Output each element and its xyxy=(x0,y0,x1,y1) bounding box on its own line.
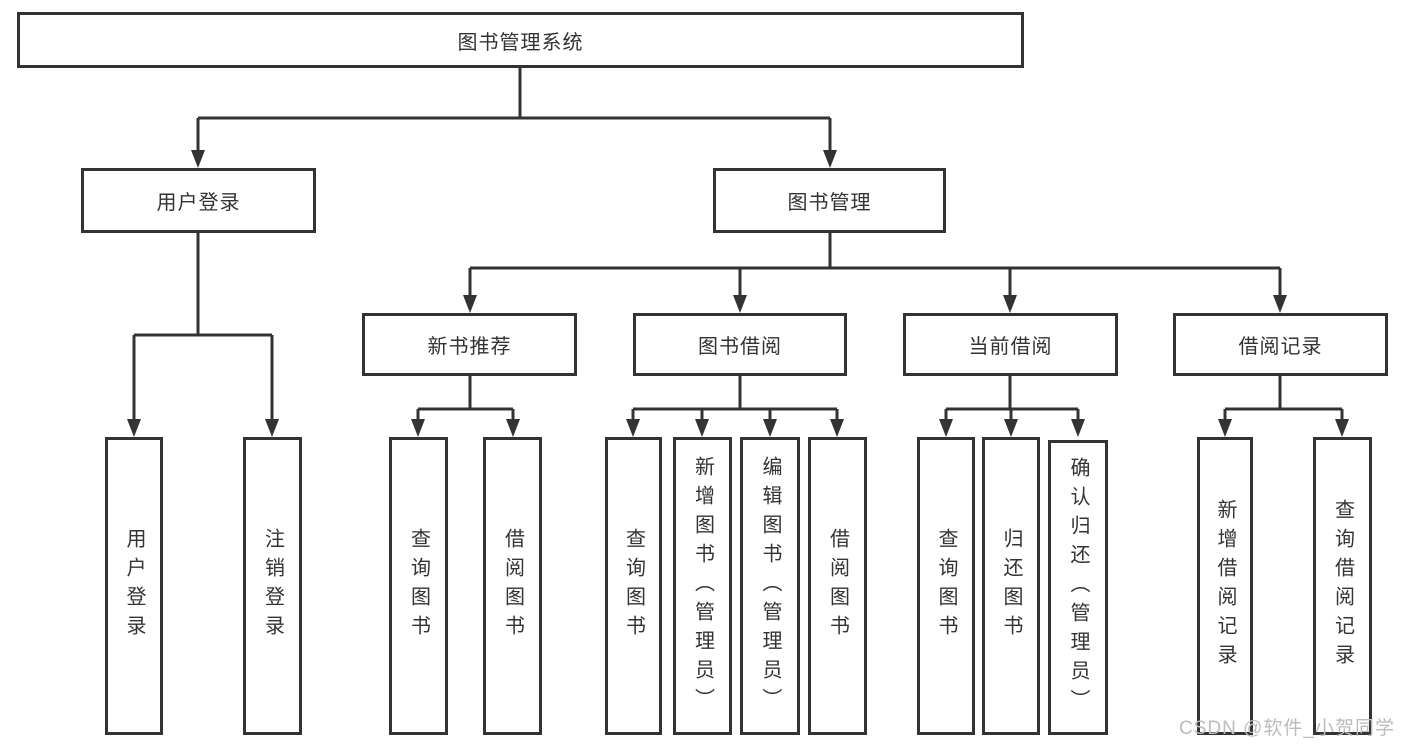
node-label: 图书管理 xyxy=(787,192,872,214)
leaf-add-books-admin: 新增图书（管理员） xyxy=(673,437,732,735)
leaf-borrow-books-recommend: 借阅图书 xyxy=(483,437,542,735)
leaf-user-login: 用户登录 xyxy=(105,437,163,735)
node-label: 新增借阅记录 xyxy=(1214,499,1236,673)
node-label: 用户登录 xyxy=(123,528,145,644)
node-label: 借阅图书 xyxy=(501,528,524,644)
leaf-query-books-current: 查询图书 xyxy=(917,437,975,735)
node-current-borrowing: 当前借阅 xyxy=(903,313,1118,376)
node-label: 确认归还（管理员） xyxy=(1067,457,1089,718)
leaf-add-borrow-record: 新增借阅记录 xyxy=(1197,437,1253,735)
arrowhead-icon xyxy=(1004,419,1018,437)
arrowhead-icon xyxy=(733,295,747,313)
node-label: 编辑图书（管理员） xyxy=(759,455,781,717)
node-label: 当前借阅 xyxy=(968,336,1053,358)
node-label: 注销登录 xyxy=(261,528,284,644)
node-label: 借阅记录 xyxy=(1238,336,1323,358)
leaf-confirm-return-admin: 确认归还（管理员） xyxy=(1048,440,1108,735)
node-label: 用户登录 xyxy=(156,192,241,214)
tree-connectors xyxy=(132,68,1344,422)
node-borrow-records: 借阅记录 xyxy=(1173,313,1388,376)
arrowhead-icon xyxy=(823,150,837,168)
node-new-book-recommend: 新书推荐 xyxy=(362,313,577,376)
arrowhead-icon xyxy=(1003,295,1017,313)
node-book-management: 图书管理 xyxy=(713,168,946,233)
leaf-query-books-recommend: 查询图书 xyxy=(389,437,448,735)
arrowhead-icon xyxy=(463,295,477,313)
node-label: 借阅图书 xyxy=(826,528,849,644)
arrowhead-icon xyxy=(1335,419,1349,437)
node-label: 查询借阅记录 xyxy=(1331,499,1354,673)
arrowhead-icon xyxy=(763,419,777,437)
leaf-query-borrow-record: 查询借阅记录 xyxy=(1313,437,1372,735)
arrowhead-icon xyxy=(939,419,953,437)
node-label: 查询图书 xyxy=(407,528,430,644)
arrowheads xyxy=(127,150,1349,437)
node-label: 查询图书 xyxy=(935,528,957,644)
leaf-edit-books-admin: 编辑图书（管理员） xyxy=(740,437,800,735)
arrowhead-icon xyxy=(127,419,141,437)
arrowhead-icon xyxy=(265,419,279,437)
arrowhead-icon xyxy=(411,419,425,437)
node-label: 新增图书（管理员） xyxy=(691,455,714,717)
leaf-query-books-borrowing: 查询图书 xyxy=(605,437,662,735)
node-label: 新书推荐 xyxy=(427,336,512,358)
arrowhead-icon xyxy=(695,419,709,437)
arrowhead-icon xyxy=(1273,295,1287,313)
arrowhead-icon xyxy=(1071,419,1085,437)
node-label: 图书管理系统 xyxy=(457,31,584,54)
node-label: 查询图书 xyxy=(622,528,645,644)
node-label: 归还图书 xyxy=(1000,528,1022,644)
arrowhead-icon xyxy=(506,419,520,437)
node-user-login: 用户登录 xyxy=(81,168,316,233)
arrowhead-icon xyxy=(1218,419,1232,437)
node-book-borrowing: 图书借阅 xyxy=(633,313,847,376)
arrowhead-icon xyxy=(626,419,640,437)
arrowhead-icon xyxy=(191,150,205,168)
leaf-logout: 注销登录 xyxy=(243,437,302,735)
node-root-system: 图书管理系统 xyxy=(17,12,1024,68)
leaf-borrow-books: 借阅图书 xyxy=(808,437,867,735)
leaf-return-books: 归还图书 xyxy=(982,437,1040,735)
arrowhead-icon xyxy=(830,419,844,437)
node-label: 图书借阅 xyxy=(698,336,782,358)
